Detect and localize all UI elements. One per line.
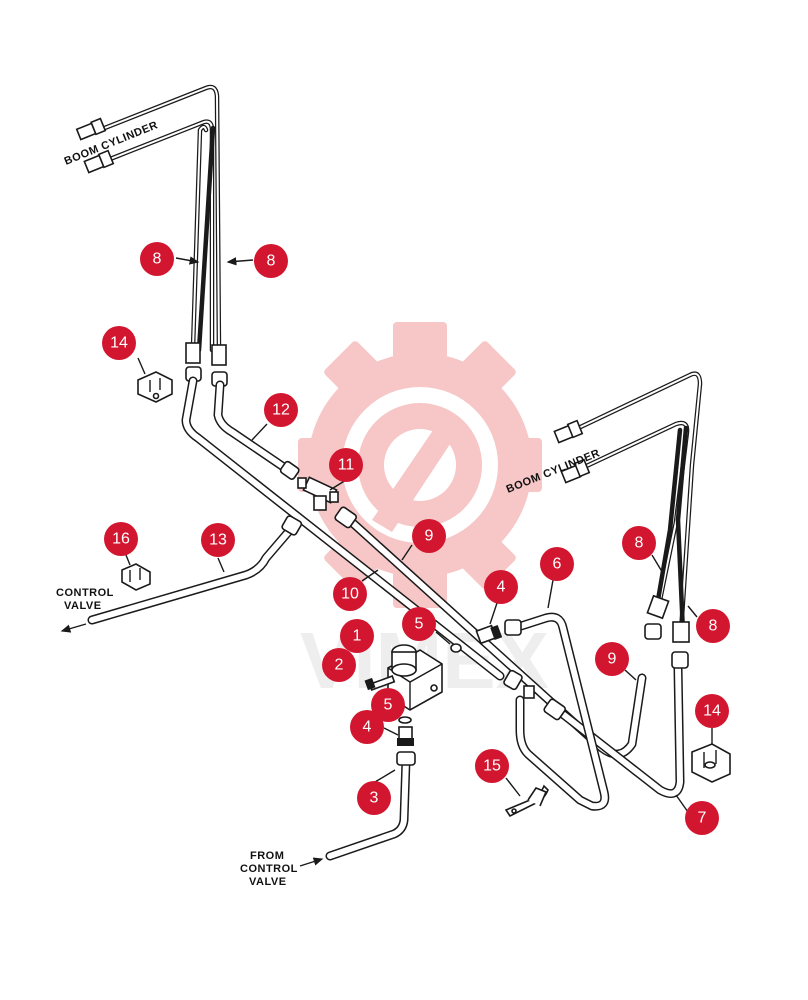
pipe-12 xyxy=(213,380,293,475)
callout-11: 11 xyxy=(329,448,363,482)
fitting-4-lower xyxy=(397,726,414,746)
callout-13: 13 xyxy=(201,523,235,557)
pipe-6 xyxy=(513,612,610,811)
svg-text:13: 13 xyxy=(209,532,227,549)
callout-6: 6 xyxy=(540,547,574,581)
callout-14: 14 xyxy=(695,694,729,728)
callout-5: 5 xyxy=(371,688,405,722)
tee-fitting-11 xyxy=(297,476,339,511)
hose-8-right-outer xyxy=(567,371,703,635)
callout-8: 8 xyxy=(140,242,174,276)
callout-8: 8 xyxy=(622,526,656,560)
o-ring-5-upper xyxy=(450,643,462,653)
callout-9: 9 xyxy=(412,519,446,553)
hose-8-left-a xyxy=(190,124,209,351)
svg-text:15: 15 xyxy=(483,758,501,775)
svg-text:8: 8 xyxy=(635,535,644,552)
pipe-10 xyxy=(181,376,505,681)
svg-text:5: 5 xyxy=(384,697,393,714)
callout-8: 8 xyxy=(696,609,730,643)
callout-layer: 8 8 14 12 11 16 13 9 10 4 6 1 5 2 5 4 3 … xyxy=(102,242,730,835)
svg-text:14: 14 xyxy=(110,335,128,352)
svg-text:2: 2 xyxy=(335,657,344,674)
callout-10: 10 xyxy=(333,577,367,611)
clamp-14-right xyxy=(691,743,731,783)
clamp-16 xyxy=(121,563,151,591)
pipe-12-nut xyxy=(279,460,300,480)
callout-15: 15 xyxy=(475,749,509,783)
boom-fitting-right-top xyxy=(553,419,584,444)
clamp-15 xyxy=(504,784,549,818)
callout-4: 4 xyxy=(350,710,384,744)
svg-text:12: 12 xyxy=(272,402,290,419)
control-valve-label-line1: CONTROL xyxy=(56,587,114,599)
clamp-14-left xyxy=(137,371,173,403)
pipe-3-nut xyxy=(396,751,416,766)
svg-text:8: 8 xyxy=(267,253,276,270)
svg-text:16: 16 xyxy=(112,531,130,548)
svg-text:8: 8 xyxy=(709,618,718,635)
boom-fitting-left-top xyxy=(75,117,107,141)
fitting-4-upper xyxy=(475,624,503,645)
svg-text:10: 10 xyxy=(341,586,359,603)
from-control-valve-label-line2: CONTROL xyxy=(240,863,298,875)
from-control-valve-label-line3: VALVE xyxy=(249,876,287,888)
hose-8-left-b xyxy=(196,125,216,353)
pipe-9-nut xyxy=(334,506,358,529)
svg-text:5: 5 xyxy=(415,616,424,633)
hose-8-left-outer xyxy=(89,84,222,355)
svg-text:11: 11 xyxy=(338,457,355,474)
hose-ends-right xyxy=(644,594,690,669)
watermark-gear-icon: VIMEX xyxy=(298,322,549,705)
pipe-13-nut xyxy=(281,515,303,536)
callout-5: 5 xyxy=(402,607,436,641)
pipe-6-nut xyxy=(504,619,522,636)
svg-text:3: 3 xyxy=(370,790,379,807)
from-control-valve-arrow xyxy=(299,857,324,867)
control-valve-label-line2: VALVE xyxy=(64,600,102,612)
callout-14: 14 xyxy=(102,326,136,360)
callout-12: 12 xyxy=(264,393,298,427)
bolt-2 xyxy=(364,675,396,691)
svg-text:9: 9 xyxy=(608,651,617,668)
from-control-valve-label-line1: FROM xyxy=(250,850,284,862)
svg-text:7: 7 xyxy=(698,810,707,827)
callout-4: 4 xyxy=(484,570,518,604)
callout-2: 2 xyxy=(322,648,356,682)
svg-text:14: 14 xyxy=(703,703,721,720)
svg-text:4: 4 xyxy=(363,719,372,736)
elbow-fitting xyxy=(523,685,535,699)
callout-7: 7 xyxy=(685,801,719,835)
callout-16: 16 xyxy=(104,522,138,556)
control-valve-arrow xyxy=(60,623,87,633)
svg-text:1: 1 xyxy=(353,628,362,645)
hose-8-right-d xyxy=(655,427,683,603)
callout-8: 8 xyxy=(254,244,288,278)
pipe-10-nut xyxy=(503,669,523,691)
pipe-7 xyxy=(550,663,685,799)
boom-fitting-left-bottom xyxy=(83,149,115,174)
o-ring-5-lower xyxy=(398,716,412,724)
callout-9: 9 xyxy=(595,642,629,676)
pipe-3 xyxy=(325,755,411,861)
boom-fitting-right-bottom xyxy=(560,458,591,484)
leader-lines xyxy=(125,256,713,813)
pipe-7-nut xyxy=(543,698,567,721)
hose-8-right-c xyxy=(675,425,689,635)
pipe-13 xyxy=(87,525,295,625)
svg-text:8: 8 xyxy=(153,251,162,268)
callout-1: 1 xyxy=(340,619,374,653)
callout-3: 3 xyxy=(357,781,391,815)
svg-text:6: 6 xyxy=(553,556,562,573)
svg-text:9: 9 xyxy=(425,528,434,545)
svg-text:4: 4 xyxy=(497,579,506,596)
